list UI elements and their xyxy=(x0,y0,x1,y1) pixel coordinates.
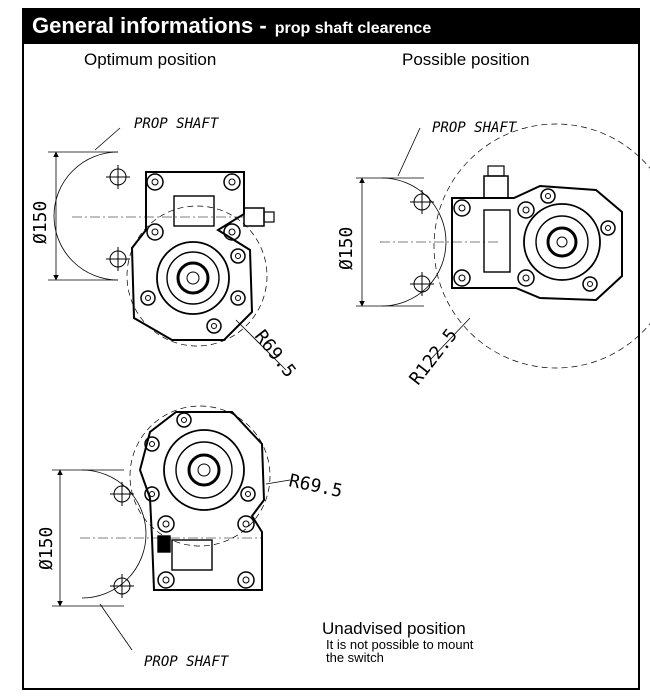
bolt-symbol-lower xyxy=(106,247,130,271)
bolt-symbol-lower xyxy=(110,574,134,598)
view-unadvised xyxy=(52,405,291,651)
diagram-frame xyxy=(22,8,640,690)
bolt-symbol-upper xyxy=(110,482,134,506)
bolt-symbol-upper xyxy=(106,165,130,189)
radius-label-optimum: R69.5 xyxy=(250,326,300,382)
shaft-label-optimum: PROP SHAFT xyxy=(134,116,220,132)
header-subtitle: prop shaft clearence xyxy=(274,20,432,37)
view-possible xyxy=(356,123,650,369)
diameter-label-possible: Ø150 xyxy=(336,227,357,270)
unadvised-line2: the switch xyxy=(326,650,384,665)
bolt-symbol-lower xyxy=(410,272,434,296)
shaft-label-unadvised: PROP SHAFT xyxy=(144,654,230,670)
shaft-label-possible: PROP SHAFT xyxy=(432,120,518,136)
diameter-label-optimum: Ø150 xyxy=(30,201,51,244)
radius-label-unadvised: R69.5 xyxy=(287,470,344,502)
unadvised-note: Unadvised position It is not possible to… xyxy=(322,619,474,665)
caption-possible: Possible position xyxy=(402,50,530,69)
header-title: General informations - xyxy=(32,13,267,38)
unadvised-title: Unadvised position xyxy=(322,619,466,638)
caption-optimum: Optimum position xyxy=(84,50,217,69)
unadvised-line1: It is not possible to mount xyxy=(326,637,474,652)
diameter-label-unadvised: Ø150 xyxy=(36,527,57,570)
header-bar: General informations - prop shaft cleare… xyxy=(22,8,640,44)
radius-label-possible: R122.5 xyxy=(405,325,462,389)
view-optimum xyxy=(48,127,287,371)
bolt-symbol-upper xyxy=(410,190,434,214)
